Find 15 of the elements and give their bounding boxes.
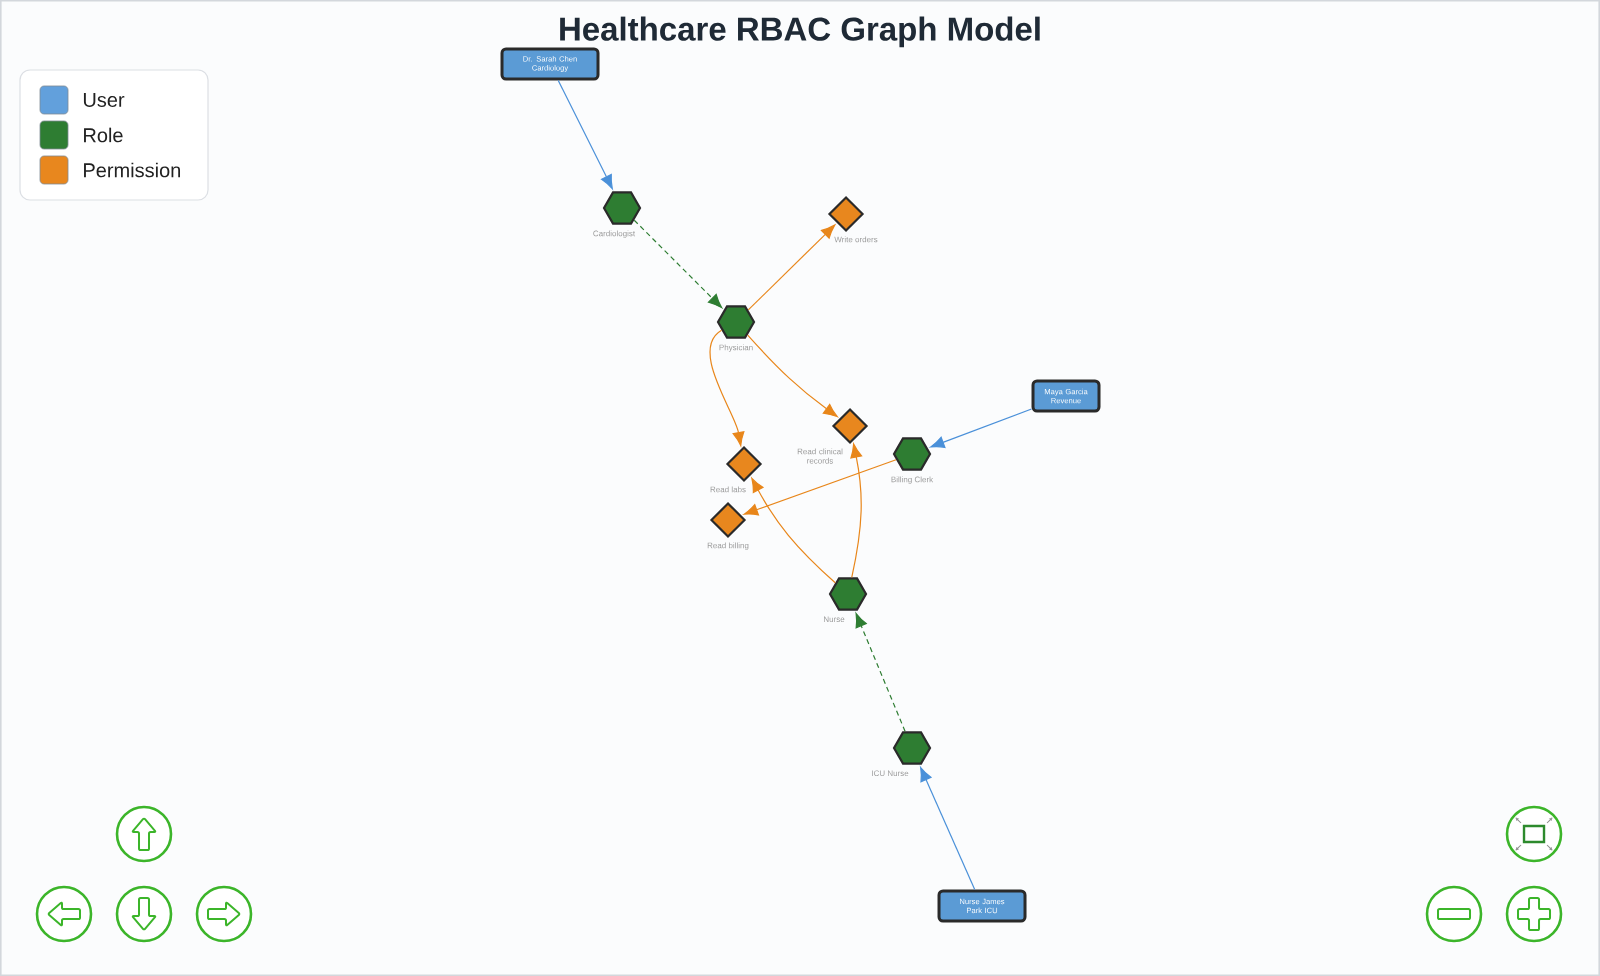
legend-label: User (83, 93, 125, 107)
dashed-arrow (633, 219, 723, 309)
arrow (850, 443, 863, 578)
arrow (920, 766, 976, 891)
arrow (709, 329, 745, 447)
arrow (747, 224, 836, 311)
legend-label: Permission (84, 162, 180, 178)
arrow (743, 459, 897, 516)
legend-label: Role (84, 127, 123, 143)
title: Healthcare RBAC Graph Model (560, 16, 1040, 48)
dashed-arrow (855, 612, 906, 732)
arrow (930, 408, 1033, 448)
arrow (751, 477, 836, 584)
arrow (557, 79, 613, 190)
arrow (747, 334, 838, 418)
